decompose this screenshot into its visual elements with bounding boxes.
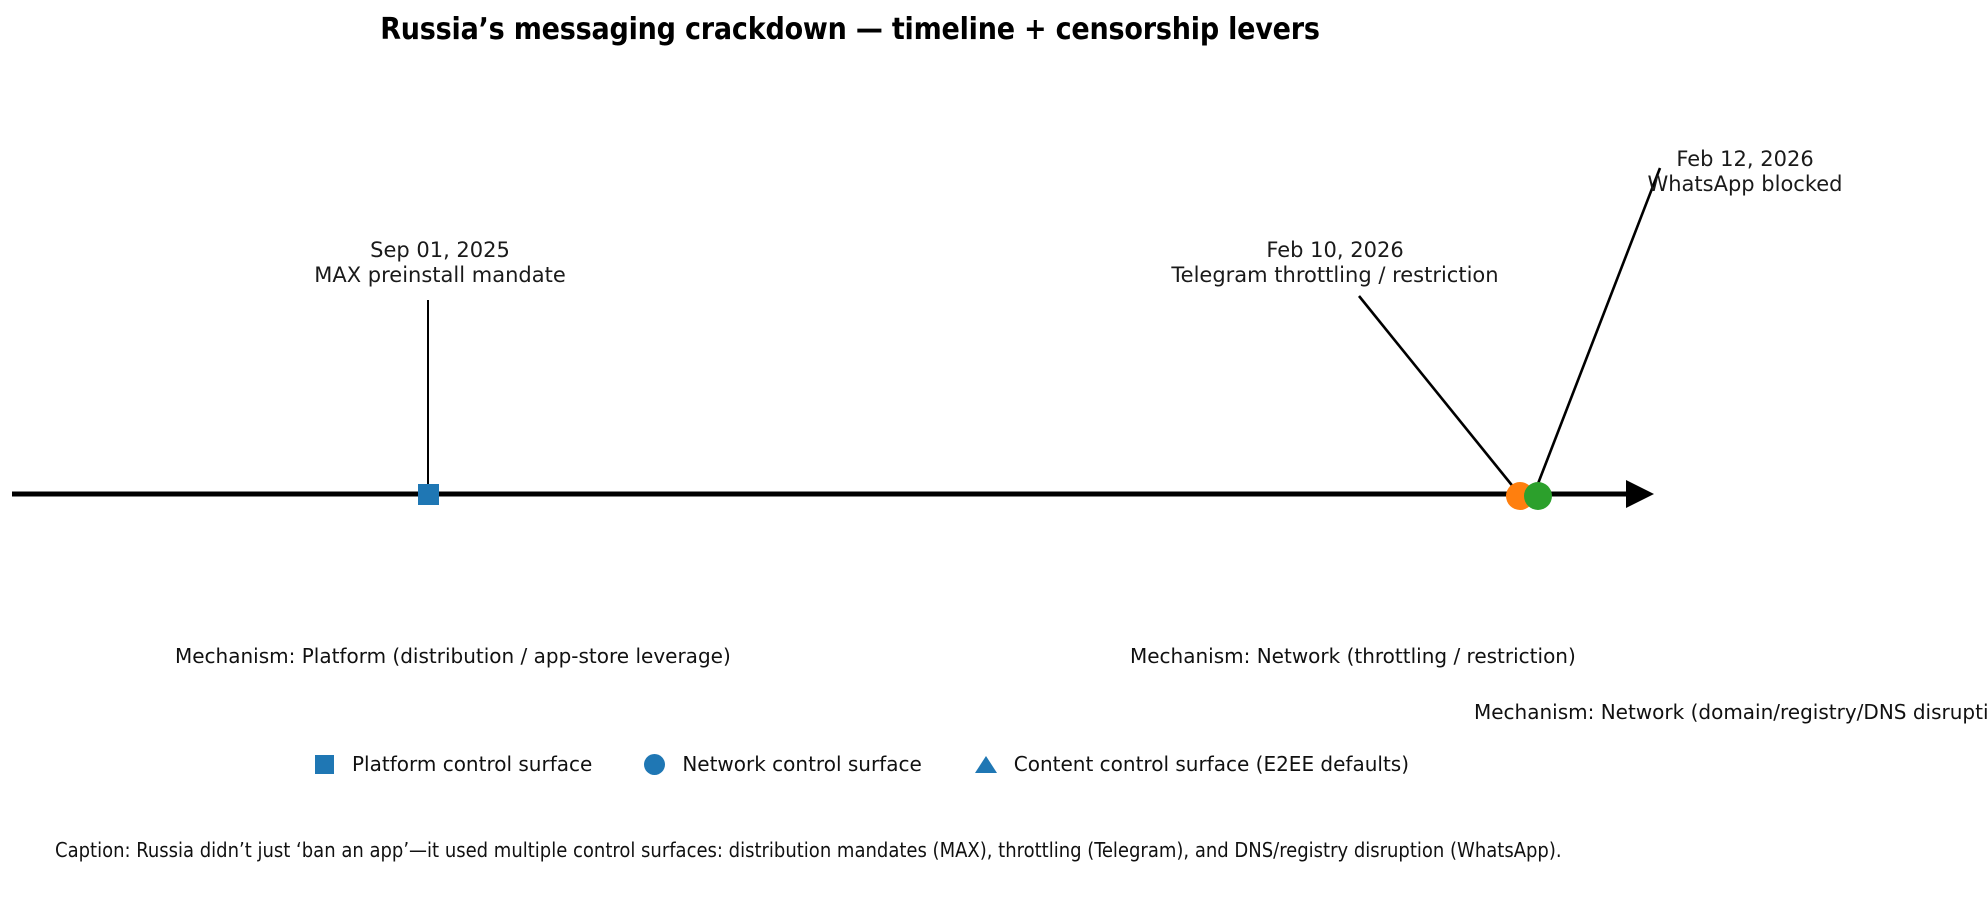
timeline-axis-arrowhead [1626,480,1654,508]
annotation-whatsapp-date: Feb 12, 2026 [1676,147,1814,171]
legend-item-network-label: Network control surface [682,752,922,776]
legend-item-network[interactable]: Network control surface [640,752,922,776]
legend: Platform control surface Network control… [310,752,1409,776]
circle-marker-icon [640,753,668,775]
legend-item-platform[interactable]: Platform control surface [310,752,592,776]
annotation-max-date: Sep 01, 2025 [370,238,510,262]
mechanism-note-network-throttle: Mechanism: Network (throttling / restric… [1130,644,1576,668]
event-marker-max[interactable] [418,484,439,505]
figure-caption: Caption: Russia didn’t just ‘ban an app’… [55,838,1562,862]
annotation-telegram: Feb 10, 2026 Telegram throttling / restr… [1165,238,1505,288]
square-marker-icon [310,754,338,774]
annotation-telegram-date: Feb 10, 2026 [1266,238,1404,262]
legend-item-content-label: Content control surface (E2EE defaults) [1013,752,1410,776]
legend-item-content[interactable]: Content control surface (E2EE defaults) [972,752,1409,776]
annotation-max: Sep 01, 2025 MAX preinstall mandate [285,238,595,288]
annotation-whatsapp-label: WhatsApp blocked [1647,172,1843,196]
annotation-telegram-label: Telegram throttling / restriction [1171,263,1499,287]
mechanism-note-network-dns: Mechanism: Network (domain/registry/DNS … [1474,700,1988,724]
leader-line-whatsapp [1532,167,1662,495]
leader-line-telegram [1357,295,1521,495]
mechanism-note-platform: Mechanism: Platform (distribution / app-… [175,644,731,668]
legend-item-platform-label: Platform control surface [352,752,593,776]
page-title: Russia’s messaging crackdown — timeline … [380,12,1320,47]
event-marker-whatsapp[interactable] [1524,482,1552,510]
annotation-whatsapp: Feb 12, 2026 WhatsApp blocked [1615,147,1875,197]
triangle-marker-icon [972,754,1000,775]
annotation-max-label: MAX preinstall mandate [314,263,566,287]
